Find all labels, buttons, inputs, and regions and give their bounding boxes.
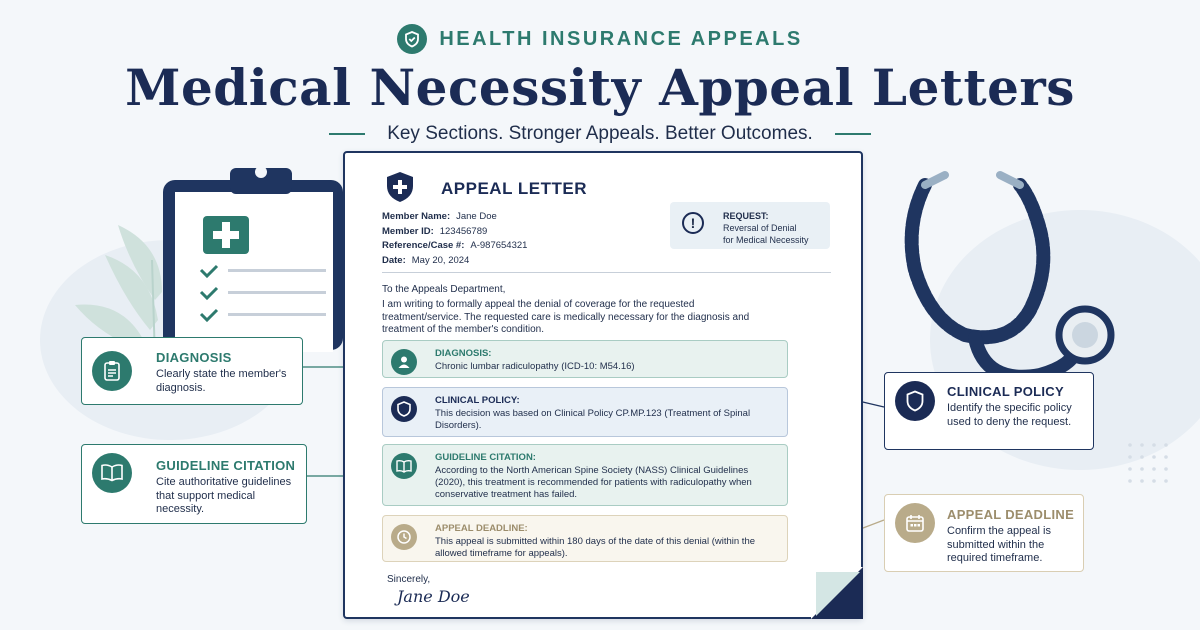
page-curl bbox=[811, 567, 863, 619]
open-book-icon bbox=[391, 453, 417, 479]
appeal-letter: APPEAL LETTER Member Name: Jane Doe Membe… bbox=[343, 151, 863, 619]
section-text: This appeal is submitted within 180 days… bbox=[435, 536, 756, 559]
section-title: DIAGNOSIS: bbox=[435, 348, 492, 359]
signoff: Sincerely, bbox=[387, 574, 431, 585]
meta-label: Reference/Case #: bbox=[382, 240, 465, 251]
section-text: This decision was based on Clinical Poli… bbox=[435, 408, 751, 431]
tagline: Key Sections. Stronger Appeals. Better O… bbox=[0, 119, 1200, 145]
kicker: HEALTH INSURANCE APPEALS bbox=[0, 24, 1200, 54]
section-text: According to the North American Spine So… bbox=[435, 465, 752, 500]
clock-icon bbox=[391, 524, 417, 550]
meta-row: Date: May 20, 2024 bbox=[382, 254, 527, 269]
meta-label: Date: bbox=[382, 254, 406, 266]
shield-icon bbox=[391, 396, 417, 422]
clipboard-illustration bbox=[163, 166, 343, 352]
request-label: REQUEST: bbox=[723, 211, 769, 221]
callout-text: Cite authoritative guidelines that suppo… bbox=[156, 476, 292, 515]
kicker-text: HEALTH INSURANCE APPEALS bbox=[439, 27, 803, 50]
callout-clinical-policy: CLINICAL POLICY Identify the specific po… bbox=[884, 372, 1094, 450]
page-title: Medical Necessity Appeal Letters bbox=[125, 58, 1075, 117]
section-title: CLINICAL POLICY: bbox=[435, 395, 520, 406]
shield-plus-icon bbox=[387, 172, 413, 202]
letter-heading: APPEAL LETTER bbox=[441, 179, 587, 198]
meta-row: Member Name: Jane Doe bbox=[382, 210, 527, 225]
callout-diagnosis: DIAGNOSIS Clearly state the member's dia… bbox=[81, 337, 303, 405]
request-text: REQUEST: Reversal of Denial for Medical … bbox=[723, 210, 809, 246]
shield-check-icon bbox=[397, 24, 428, 54]
callout-title: DIAGNOSIS bbox=[156, 350, 232, 365]
meta-label: Member Name: bbox=[382, 211, 451, 222]
member-details: Member Name: Jane Doe Member ID: 123456789… bbox=[382, 210, 527, 268]
stethoscope-illustration bbox=[904, 171, 1115, 384]
callout-title: APPEAL DEADLINE bbox=[947, 507, 1075, 522]
signature: Jane Doe bbox=[397, 587, 470, 606]
callout-deadline: APPEAL DEADLINE Confirm the appeal is su… bbox=[884, 494, 1084, 572]
section-diagnosis: DIAGNOSIS: Chronic lumbar radiculopathy … bbox=[382, 340, 788, 378]
section-text: Chronic lumbar radiculopathy (ICD-10: M5… bbox=[435, 361, 635, 372]
meta-label: Member ID: bbox=[382, 225, 434, 237]
shield-icon bbox=[895, 381, 935, 421]
section-clinical-policy: CLINICAL POLICY: This decision was based… bbox=[382, 387, 788, 437]
section-title: GUIDELINE CITATION: bbox=[435, 452, 536, 463]
tagline-text: Key Sections. Stronger Appeals. Better O… bbox=[387, 123, 813, 144]
section-guideline: GUIDELINE CITATION: According to the Nor… bbox=[382, 444, 788, 506]
person-icon bbox=[391, 349, 417, 375]
exclamation-icon: ! bbox=[682, 212, 704, 234]
divider bbox=[382, 272, 831, 273]
request-box: ! REQUEST: Reversal of Denial for Medica… bbox=[670, 202, 830, 249]
letter-body: I am writing to formally appeal the deni… bbox=[382, 299, 750, 335]
callout-text: Clearly state the member's diagnosis. bbox=[156, 368, 287, 394]
meta-value: A-987654321 bbox=[470, 240, 528, 251]
request-line: Reversal of Denial bbox=[723, 223, 797, 233]
callout-guideline: GUIDELINE CITATION Cite authoritative gu… bbox=[81, 444, 307, 524]
meta-value: 123456789 bbox=[439, 225, 488, 237]
dot-pattern bbox=[1128, 443, 1168, 483]
meta-row: Member ID: 123456789 bbox=[382, 225, 527, 240]
callout-text: Confirm the appeal is submitted within t… bbox=[947, 525, 1051, 564]
calendar-icon bbox=[895, 503, 935, 543]
salutation: To the Appeals Department, bbox=[382, 284, 506, 295]
callout-title: CLINICAL POLICY bbox=[947, 384, 1064, 399]
divider bbox=[329, 133, 366, 135]
request-line: for Medical Necessity bbox=[723, 235, 809, 245]
section-deadline: APPEAL DEADLINE: This appeal is submitte… bbox=[382, 515, 788, 562]
callout-title: GUIDELINE CITATION bbox=[156, 458, 296, 473]
divider bbox=[834, 133, 871, 135]
meta-row: Reference/Case #: A-987654321 bbox=[382, 239, 527, 254]
meta-value: May 20, 2024 bbox=[411, 254, 470, 266]
callout-text: Identify the specific policy used to den… bbox=[947, 402, 1072, 428]
open-book-icon bbox=[92, 453, 132, 493]
section-title: APPEAL DEADLINE: bbox=[435, 523, 528, 534]
clipboard-list-icon bbox=[92, 351, 132, 391]
meta-value: Jane Doe bbox=[456, 211, 497, 222]
